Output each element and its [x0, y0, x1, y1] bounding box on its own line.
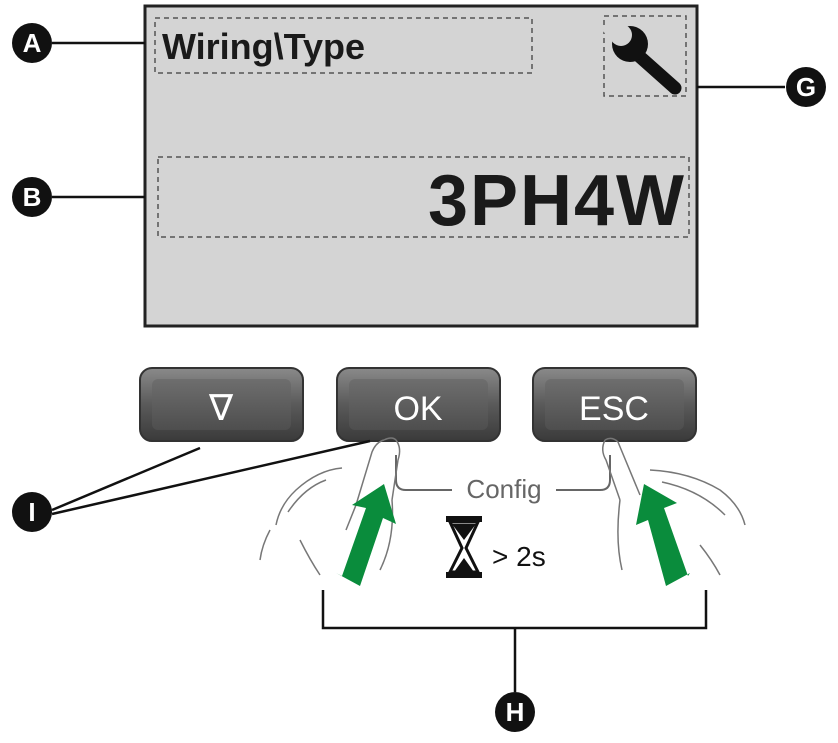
- esc-button[interactable]: ESC: [532, 367, 697, 442]
- callout-line-i-down: [51, 446, 201, 512]
- lcd-frame: [143, 4, 699, 328]
- press-arrow-ok: [336, 484, 396, 586]
- callout-a-label: A: [23, 28, 42, 58]
- wrench-icon-box: [603, 15, 687, 97]
- config-bracket-right: [556, 455, 611, 491]
- lcd-screen: Wiring\Type 3PH4W: [143, 4, 699, 328]
- right-hand-icon: [602, 437, 746, 576]
- ok-button-label: OK: [393, 390, 442, 428]
- callout-a: A: [12, 23, 52, 63]
- config-label: Config: [466, 474, 541, 504]
- config-bracket-left: [395, 455, 452, 491]
- callout-i: I: [12, 492, 52, 532]
- left-hand-icon: [259, 437, 401, 576]
- ok-button[interactable]: OK: [336, 367, 501, 442]
- menu-path-text: Wiring\Type: [162, 26, 365, 67]
- value-text: 3PH4W: [428, 161, 686, 241]
- callout-i-label: I: [28, 497, 35, 527]
- callout-h: H: [495, 692, 535, 732]
- duration-label: > 2s: [492, 541, 546, 572]
- press-arrow-esc: [636, 484, 690, 586]
- esc-button-label: ESC: [579, 390, 649, 428]
- callout-h-label: H: [506, 697, 525, 727]
- down-button[interactable]: ∇: [139, 367, 304, 442]
- hourglass-icon: [446, 516, 482, 578]
- callout-g-label: G: [796, 72, 816, 102]
- callout-g: G: [786, 67, 826, 107]
- callout-line-i-ok: [51, 439, 371, 516]
- wrench-icon: [601, 18, 682, 95]
- callout-b: B: [12, 177, 52, 217]
- value-box: [157, 156, 690, 238]
- down-button-label: ∇: [208, 387, 234, 428]
- hold-bracket: [321, 590, 708, 630]
- callout-b-label: B: [23, 182, 42, 212]
